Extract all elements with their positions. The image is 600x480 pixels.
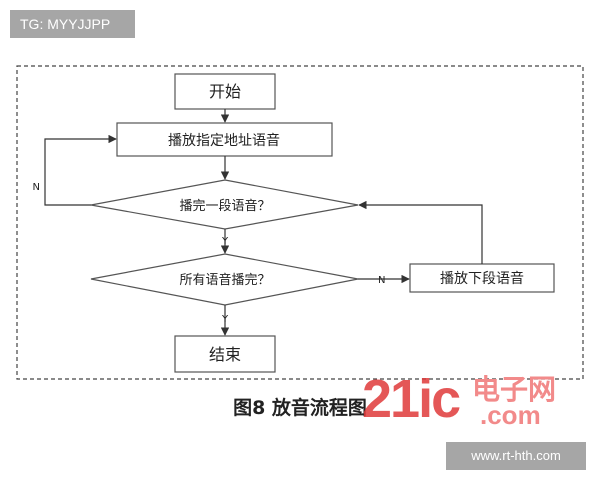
watermark-top: TG: MYYJJPP [10, 10, 135, 38]
edge-label-y-first: Y [221, 236, 229, 247]
play-next-label: 播放下段语音 [440, 270, 524, 287]
site-logo: 21ic 电子网 .com [362, 369, 556, 429]
arrow-loop-no [44, 134, 117, 206]
figure-caption: 图8 放音流程图 [233, 397, 367, 419]
play-address-label: 播放指定地址语音 [168, 132, 280, 149]
edge-label-y-second: Y [221, 314, 229, 325]
logo-com-text: .com [480, 400, 541, 430]
edge-label-n-left: N [33, 182, 40, 193]
start-label: 开始 [209, 82, 241, 101]
edge-label-n-right: N [378, 275, 385, 286]
diagram-dashed-border [16, 65, 584, 380]
check-all-label: 所有语音播完？ [179, 272, 270, 288]
logo-main-text: 21ic [362, 369, 461, 429]
end-node [174, 335, 276, 373]
end-label: 结束 [209, 345, 241, 364]
arrow-next-to-check [358, 200, 483, 264]
play-address-node [116, 122, 333, 157]
start-node [174, 73, 276, 110]
logo-cn-text: 电子网 [472, 374, 557, 405]
watermark-bottom: www.rt-hth.com [446, 442, 586, 470]
check-segment-label: 播完一段语音？ [179, 198, 270, 214]
